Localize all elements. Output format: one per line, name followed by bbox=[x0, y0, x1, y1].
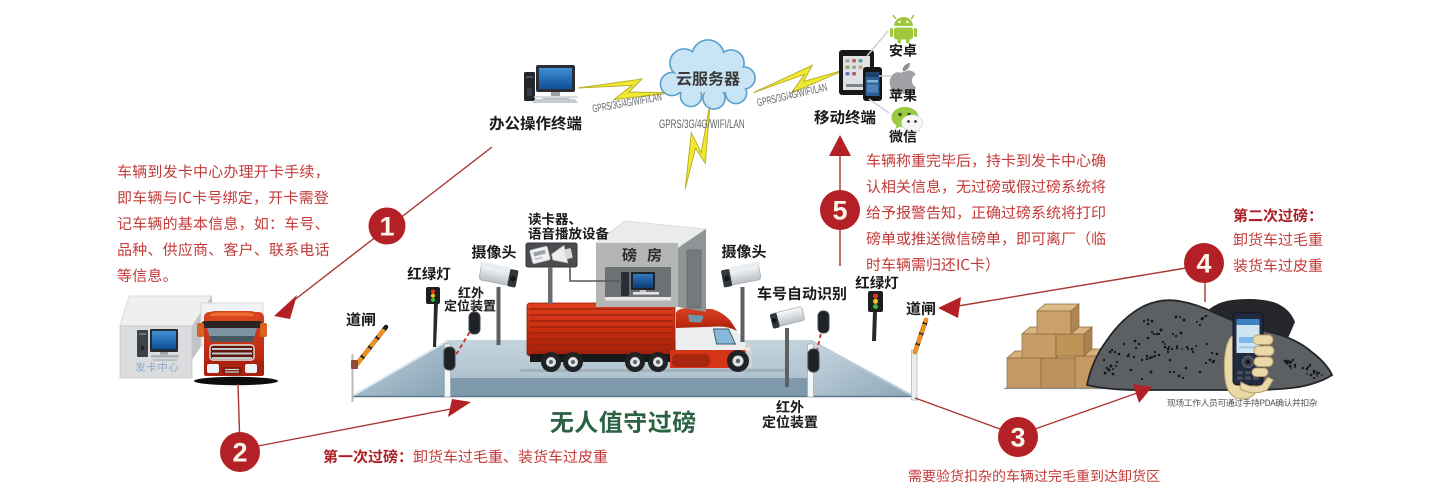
svg-text:2: 2 bbox=[232, 438, 247, 468]
svg-text:4: 4 bbox=[1196, 249, 1211, 279]
svg-text:5: 5 bbox=[832, 196, 847, 226]
svg-text:GPRS/3G/4G/WIFI/LAN: GPRS/3G/4G/WIFI/LAN bbox=[659, 119, 745, 132]
svg-text:3: 3 bbox=[1010, 423, 1025, 453]
svg-text:GPRS/3G/4G/WIFI/LAN: GPRS/3G/4G/WIFI/LAN bbox=[756, 81, 828, 109]
svg-text:1: 1 bbox=[379, 212, 394, 242]
